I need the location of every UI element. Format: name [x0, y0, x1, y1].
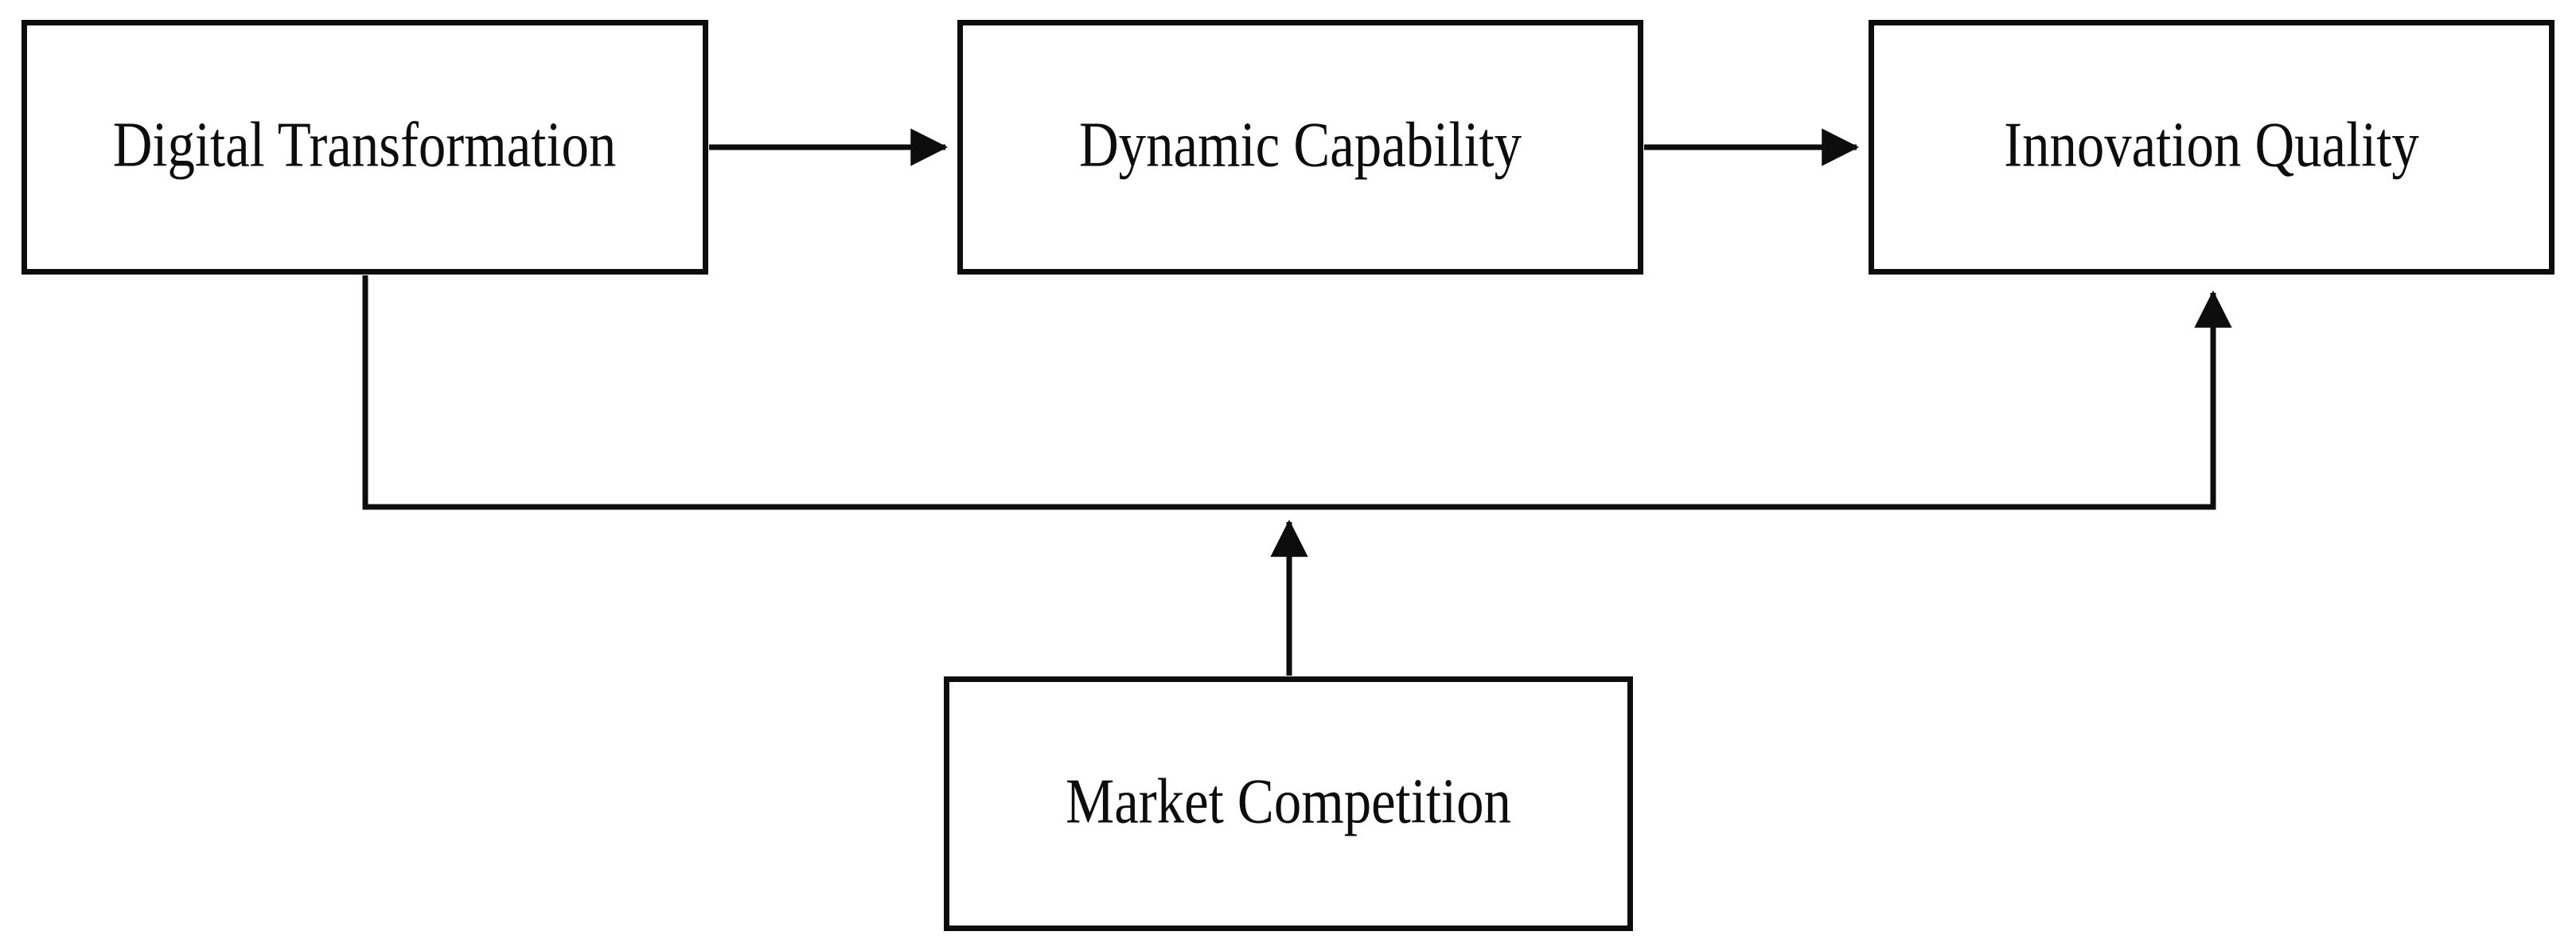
node-label-innovation-quality: Innovation Quality: [2004, 111, 2419, 181]
node-label-digital-transformation: Digital Transformation: [113, 111, 617, 181]
node-box-innovation-quality[interactable]: [1869, 20, 2555, 275]
node-box-digital-transformation[interactable]: [21, 20, 708, 275]
node-label-market-competition: Market Competition: [1066, 767, 1511, 837]
node-digital-transformation[interactable]: Digital Transformation: [21, 20, 708, 275]
edge-digital-transformation-to-innovation-quality: [362, 275, 2232, 510]
node-box-market-competition[interactable]: [944, 676, 1633, 931]
node-box-dynamic-capability[interactable]: [957, 20, 1643, 275]
node-innovation-quality[interactable]: Innovation Quality: [1869, 20, 2555, 275]
node-label-dynamic-capability: Dynamic Capability: [1079, 111, 1522, 181]
node-dynamic-capability[interactable]: Dynamic Capability: [957, 20, 1643, 275]
node-market-competition[interactable]: Market Competition: [944, 676, 1633, 931]
